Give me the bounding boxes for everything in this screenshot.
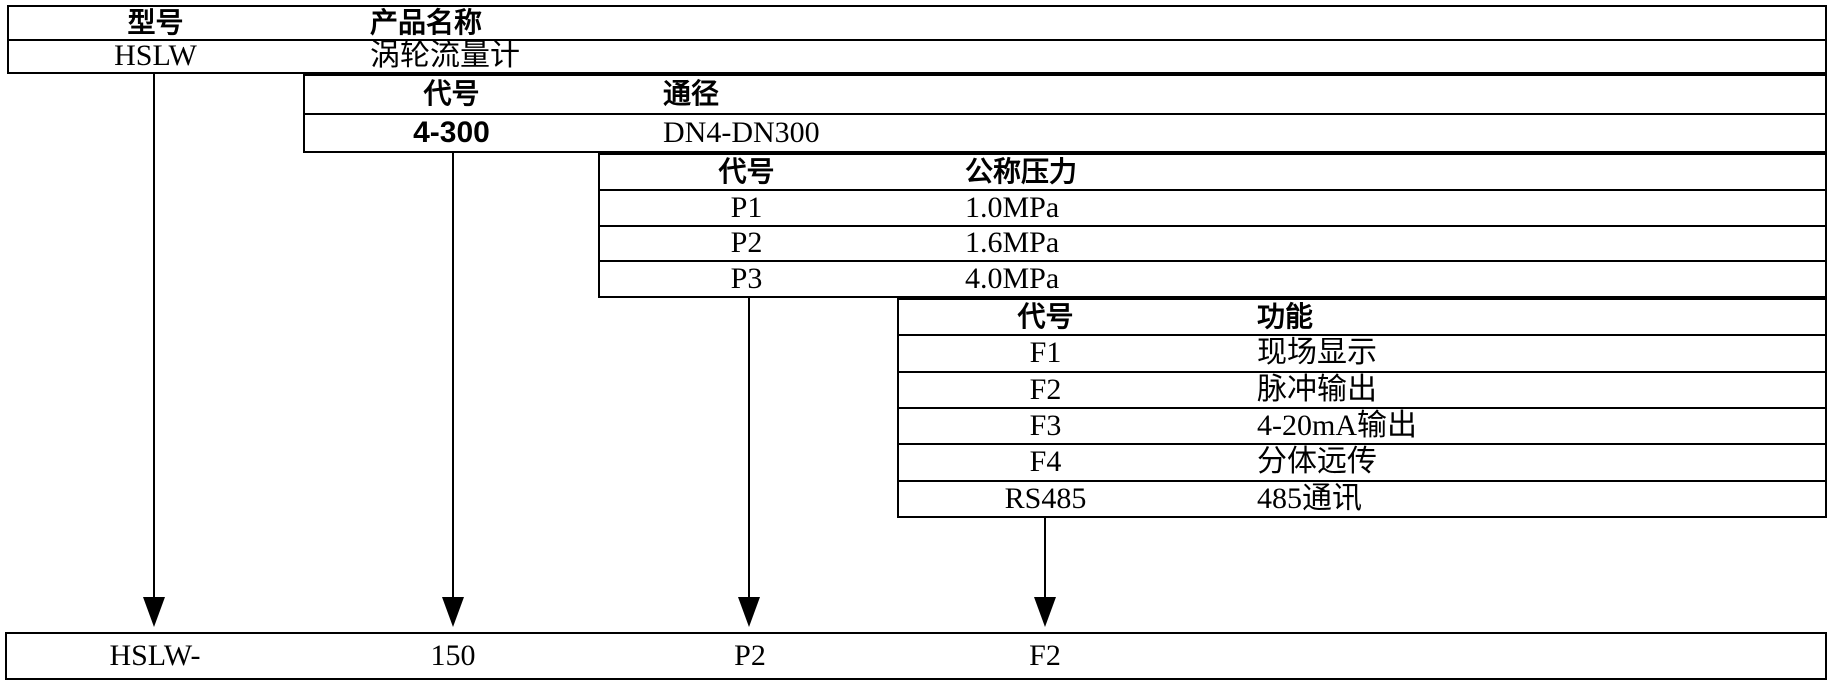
code-header-cell: 代号	[423, 78, 480, 110]
function-code-cell: F4	[1029, 445, 1062, 479]
function-table: 代号 功能 F1 现场显示 F2 脉冲输出 F3 4-20mA输出 F4 分体远…	[897, 298, 1827, 518]
arrowhead-icon	[1034, 597, 1056, 627]
example-pressure-segment: P2	[734, 639, 766, 672]
function-table-header-row: 代号 功能	[899, 300, 1825, 337]
function-table-row: RS485 485通讯	[899, 482, 1825, 516]
function-header-cell: 功能	[1257, 301, 1314, 333]
model-table: 型号 产品名称 HSLW 涡轮流量计	[7, 5, 1827, 74]
arrow-line-diameter	[452, 153, 454, 597]
function-value-cell: 现场显示	[1257, 336, 1377, 370]
pressure-value-cell: 4.0MPa	[965, 262, 1060, 296]
model-table-header-row: 型号 产品名称	[9, 7, 1825, 41]
arrowhead-icon	[143, 597, 165, 627]
function-table-row: F4 分体远传	[899, 445, 1825, 482]
arrow-line-model	[153, 74, 155, 597]
product-name-cell: 涡轮流量计	[370, 39, 520, 73]
function-value-cell: 分体远传	[1257, 445, 1377, 479]
pressure-code-cell: P3	[730, 262, 763, 296]
arrowhead-icon	[738, 597, 760, 627]
arrow-line-pressure	[748, 298, 750, 597]
code-header-cell: 代号	[1017, 301, 1074, 333]
example-model-segment: HSLW-	[109, 639, 201, 672]
product-name-header-cell: 产品名称	[370, 6, 483, 38]
function-code-cell: F2	[1029, 372, 1062, 406]
pressure-table-row: P1 1.0MPa	[600, 191, 1825, 227]
function-value-cell: 485通讯	[1257, 481, 1362, 515]
pressure-code-cell: P1	[730, 190, 763, 224]
function-table-row: F1 现场显示	[899, 336, 1825, 373]
code-header-cell: 代号	[718, 155, 775, 187]
pressure-table: 代号 公称压力 P1 1.0MPa P2 1.6MPa P3 4.0MPa	[598, 153, 1827, 298]
pressure-header-cell: 公称压力	[965, 155, 1078, 187]
pressure-value-cell: 1.6MPa	[965, 226, 1060, 260]
diameter-table: 代号 通径 4-300 DN4-DN300	[303, 74, 1827, 153]
model-table-row: HSLW 涡轮流量计	[9, 41, 1825, 73]
arrow-line-function	[1044, 518, 1046, 597]
pressure-table-row: P3 4.0MPa	[600, 262, 1825, 296]
pressure-value-cell: 1.0MPa	[965, 190, 1060, 224]
diameter-code-cell: 4-300	[413, 115, 490, 149]
pressure-table-row: P2 1.6MPa	[600, 227, 1825, 263]
diameter-range-cell: DN4-DN300	[663, 115, 820, 149]
function-table-row: F2 脉冲输出	[899, 373, 1825, 409]
function-table-row: F3 4-20mA输出	[899, 409, 1825, 446]
arrowhead-icon	[442, 597, 464, 627]
pressure-code-cell: P2	[730, 226, 763, 260]
diameter-table-row: 4-300 DN4-DN300	[305, 115, 1825, 152]
diameter-table-header-row: 代号 通径	[305, 76, 1825, 115]
function-code-cell: F1	[1029, 336, 1062, 370]
model-code-cell: HSLW	[114, 39, 197, 73]
function-code-cell: RS485	[1004, 481, 1087, 515]
model-header-cell: 型号	[127, 6, 184, 38]
example-function-segment: F2	[1029, 639, 1061, 672]
function-value-cell: 4-20mA输出	[1257, 409, 1417, 443]
pressure-table-header-row: 代号 公称压力	[600, 155, 1825, 191]
function-value-cell: 脉冲输出	[1257, 372, 1377, 406]
diameter-header-cell: 通径	[663, 78, 720, 110]
function-code-cell: F3	[1029, 409, 1062, 443]
example-code-box	[5, 632, 1827, 680]
example-diameter-segment: 150	[430, 639, 476, 672]
